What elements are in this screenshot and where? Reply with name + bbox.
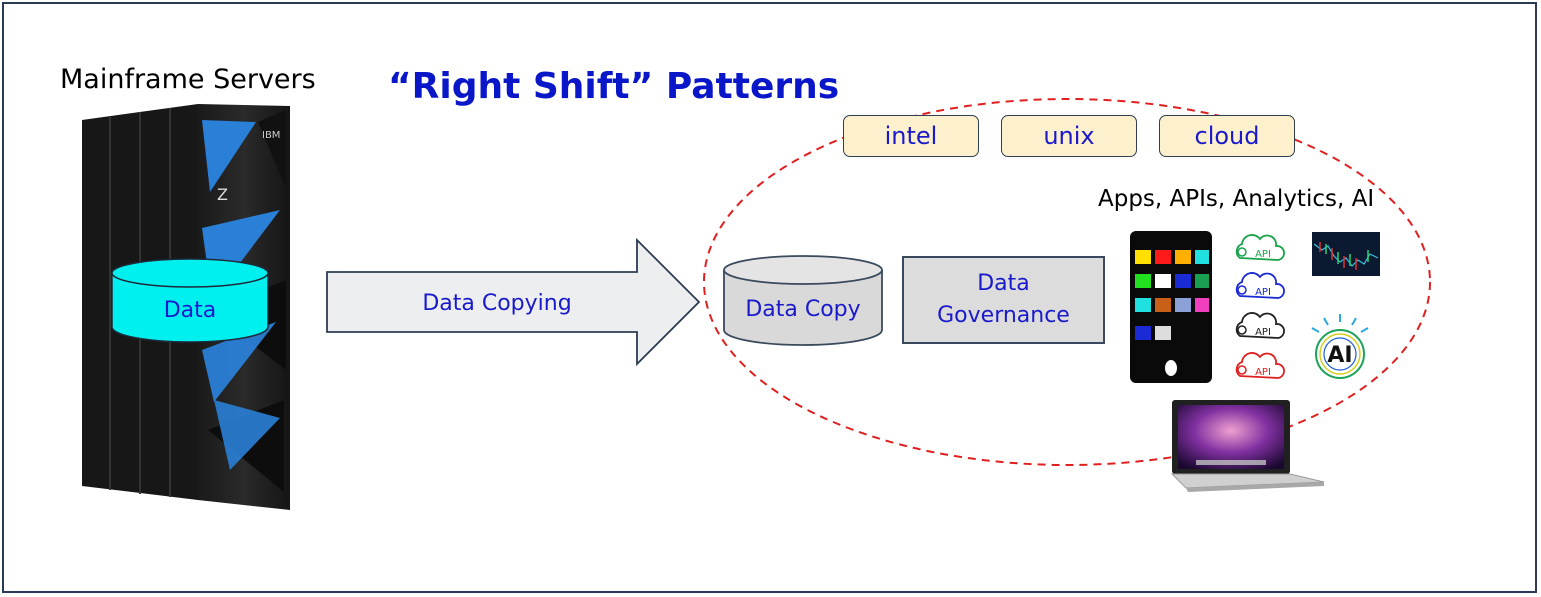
svg-text:API: API bbox=[1255, 367, 1271, 378]
ibm-logo: IBM bbox=[262, 130, 280, 141]
mainframe-title: Mainframe Servers bbox=[60, 64, 316, 95]
diagram-title: “Right Shift” Patterns bbox=[388, 66, 840, 107]
data-copying-arrow: Data Copying bbox=[326, 238, 701, 366]
data-copy-cylinder: Data Copy bbox=[723, 255, 883, 346]
api-cloud-icon-red: API bbox=[1235, 352, 1285, 379]
ai-label: AI bbox=[1327, 343, 1352, 368]
api-cloud-icon-blue: API bbox=[1235, 272, 1285, 299]
api-cloud-icon-black: API bbox=[1235, 312, 1285, 339]
svg-text:API: API bbox=[1255, 327, 1271, 338]
model-z-mark: Z bbox=[217, 185, 228, 204]
mainframe-data-cylinder: Data bbox=[111, 258, 269, 343]
laptop-icon bbox=[1170, 400, 1325, 492]
data-copy-label: Data Copy bbox=[745, 297, 860, 322]
svg-text:API: API bbox=[1255, 287, 1271, 298]
governance-line-2: Governance bbox=[937, 303, 1070, 328]
data-governance-box: Data Governance bbox=[902, 256, 1105, 344]
apps-apis-analytics-ai-label: Apps, APIs, Analytics, AI bbox=[1098, 186, 1375, 212]
analytics-chart-icon bbox=[1312, 232, 1380, 276]
svg-text:API: API bbox=[1255, 249, 1271, 260]
api-icons-group: API API API API bbox=[1235, 234, 1285, 379]
platform-pill-intel: intel bbox=[843, 115, 979, 157]
platform-pill-cloud: cloud bbox=[1159, 115, 1295, 157]
api-cloud-icon-green: API bbox=[1235, 234, 1285, 261]
smartphone-icon bbox=[1130, 231, 1212, 383]
platform-pill-unix: unix bbox=[1001, 115, 1137, 157]
data-copying-label: Data Copying bbox=[422, 291, 571, 316]
governance-line-1: Data bbox=[977, 271, 1030, 296]
mainframe-data-label: Data bbox=[164, 298, 217, 323]
right-shift-boundary bbox=[703, 98, 1431, 466]
ai-icon: AI bbox=[1311, 314, 1369, 379]
